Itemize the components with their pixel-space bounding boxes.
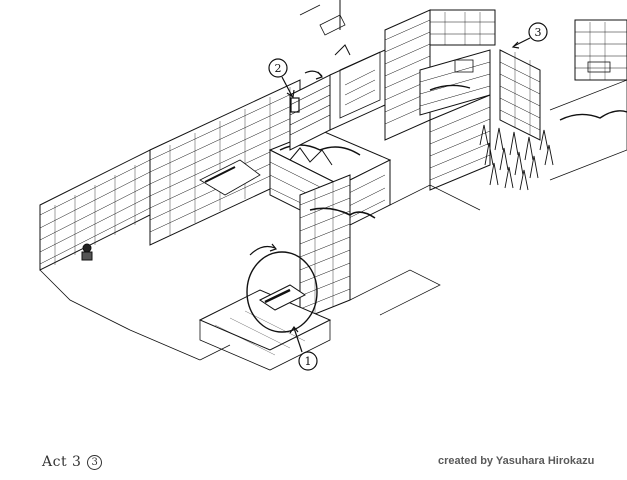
- marker-1-label: 1: [305, 355, 312, 368]
- marker-1: 1: [289, 325, 318, 371]
- spike-field: [479, 124, 554, 191]
- act-number: 3: [87, 454, 103, 470]
- marker-3-label: 3: [535, 26, 542, 39]
- right-wall: [499, 19, 627, 181]
- act-label: Act 3: [42, 454, 82, 470]
- marker-2: 2: [268, 58, 295, 99]
- act-caption: Act 3 3: [42, 454, 103, 470]
- marker-2-label: 2: [275, 62, 282, 75]
- top-left-stair: [299, 0, 351, 56]
- floor-lines: [199, 184, 481, 361]
- top-tower: [384, 9, 496, 191]
- character-figure: [81, 243, 93, 261]
- marker-3: 3: [511, 22, 548, 49]
- credit-text: created by Yasuhara Hirokazu: [438, 455, 595, 467]
- left-wall: [39, 149, 201, 361]
- lower-platform: [198, 243, 332, 371]
- gate-structure: [289, 49, 386, 151]
